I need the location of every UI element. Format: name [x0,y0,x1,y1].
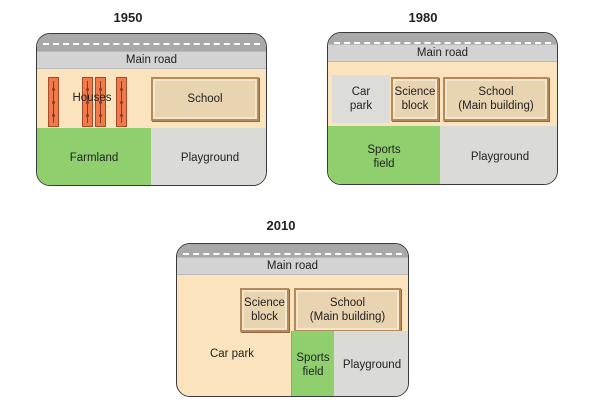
main-road-label-1950: Main road [37,51,266,69]
houses-label: Houses [72,92,112,104]
house-4 [116,77,127,127]
science-block-1980: Science block [391,77,439,121]
car-park-2010: Car park [209,348,255,360]
farmland-1950: Farmland [37,128,151,185]
school-1950: School [151,77,259,121]
science-block-2010: Science block [240,288,289,332]
sports-field-1980: Sports field [328,126,440,184]
house-1 [48,77,59,127]
playground-1950: Playground [151,128,266,185]
playground-2010: Playground [334,331,408,396]
year-label-1950: 1950 [113,10,143,25]
car-park-1980: Car park [332,75,390,123]
sports-field-2010: Sports field [291,331,334,396]
map-2010: Main road Science block School (Main bui… [176,243,409,397]
school-main-1980: School (Main building) [443,77,549,121]
map-1950: Main road Houses School Farmland Playgro… [36,33,267,186]
house-2 [82,77,93,127]
map-1980: Main road Car park Science block School … [327,32,558,185]
house-3 [95,77,106,127]
main-road-label-2010: Main road [177,257,408,275]
year-label-2010: 2010 [266,218,296,233]
playground-1980: Playground [440,126,557,184]
main-road-label-1980: Main road [328,44,557,62]
school-main-2010: School (Main building) [294,288,401,332]
year-label-1980: 1980 [408,10,438,25]
